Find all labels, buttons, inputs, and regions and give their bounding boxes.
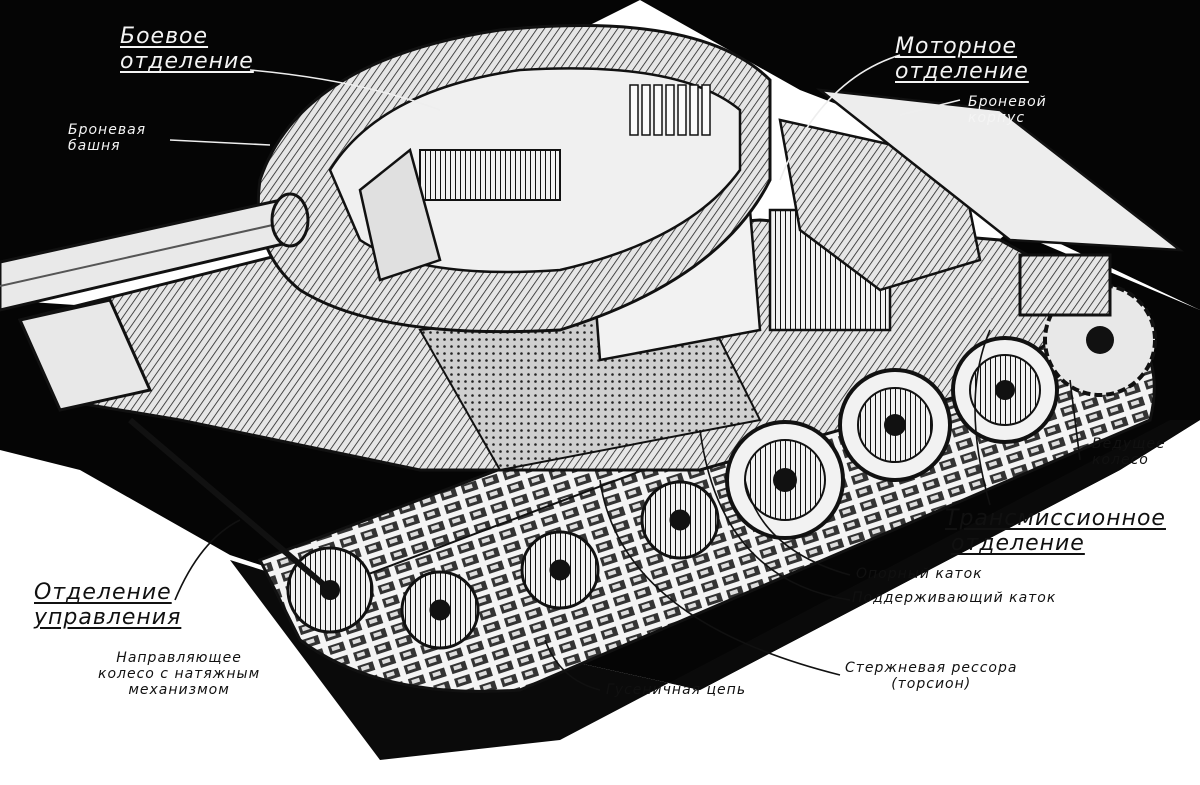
- label-transmission-compartment: Трансмиссионное отделение: [945, 506, 1166, 556]
- label-support-roller-text: Поддерживающий каток: [852, 590, 1057, 606]
- label-combat-compartment: Боевое отделение: [120, 24, 254, 74]
- label-control-compartment-line1: Отделение: [34, 580, 172, 605]
- label-drive-wheel: Ведущее колесо: [1092, 436, 1166, 468]
- road-wheel-2: [838, 368, 952, 482]
- road-wheel-1: [725, 420, 845, 540]
- label-engine-compartment-line2: отделение: [895, 59, 1029, 84]
- label-idler-wheel-line1: Направляющее: [116, 650, 242, 666]
- label-combat-compartment-line2: отделение: [120, 49, 254, 74]
- label-idler-wheel-line3: механизмом: [128, 682, 230, 698]
- label-road-wheel-text: Опорный каток: [856, 566, 983, 582]
- label-idler-wheel-line2: колесо с натяжным: [98, 666, 261, 682]
- gun-barrel: [0, 192, 310, 312]
- torsion-bar-arms: [400, 480, 720, 650]
- turret: [256, 24, 772, 334]
- label-combat-compartment-line1: Боевое: [120, 24, 209, 49]
- label-control-compartment: Отделение управления: [34, 580, 181, 630]
- drive-wheel: [1018, 253, 1157, 397]
- label-armored-turret-line1: Броневая: [68, 122, 147, 138]
- road-wheel-3: [951, 336, 1059, 444]
- label-drive-wheel-line1: Ведущее: [1092, 436, 1166, 452]
- ammo-rack: [629, 84, 711, 136]
- idler-wheel: [128, 417, 374, 634]
- label-transmission-compartment-line1: Трансмиссионное: [945, 506, 1166, 531]
- label-armored-hull: Броневой корпус: [968, 94, 1047, 126]
- label-road-wheel: Опорный каток: [856, 566, 983, 582]
- label-track-chain: Гусеничная цепь: [606, 682, 746, 698]
- label-torsion-bar: Стержневая рессора (торсион): [845, 660, 1017, 692]
- label-engine-compartment: Моторное отделение: [895, 34, 1029, 84]
- label-armored-turret-line2: башня: [68, 138, 121, 154]
- label-armored-hull-line2: корпус: [968, 110, 1026, 126]
- label-armored-turret: Броневая башня: [68, 122, 146, 154]
- label-torsion-bar-line1: Стержневая рессора: [845, 660, 1018, 676]
- label-idler-wheel: Направляющее колесо с натяжным механизмо…: [98, 650, 260, 698]
- label-control-compartment-line2: управления: [34, 605, 182, 630]
- leader-lines: [169, 54, 1081, 691]
- label-engine-compartment-line1: Моторное: [895, 34, 1018, 59]
- label-support-roller: Поддерживающий каток: [852, 590, 1056, 606]
- label-armored-hull-line1: Броневой: [968, 94, 1047, 110]
- label-transmission-compartment-line2: отделение: [951, 531, 1085, 556]
- label-torsion-bar-line2: (торсион): [891, 676, 972, 692]
- label-drive-wheel-line2: колесо: [1092, 452, 1149, 468]
- label-track-chain-text: Гусеничная цепь: [606, 682, 747, 698]
